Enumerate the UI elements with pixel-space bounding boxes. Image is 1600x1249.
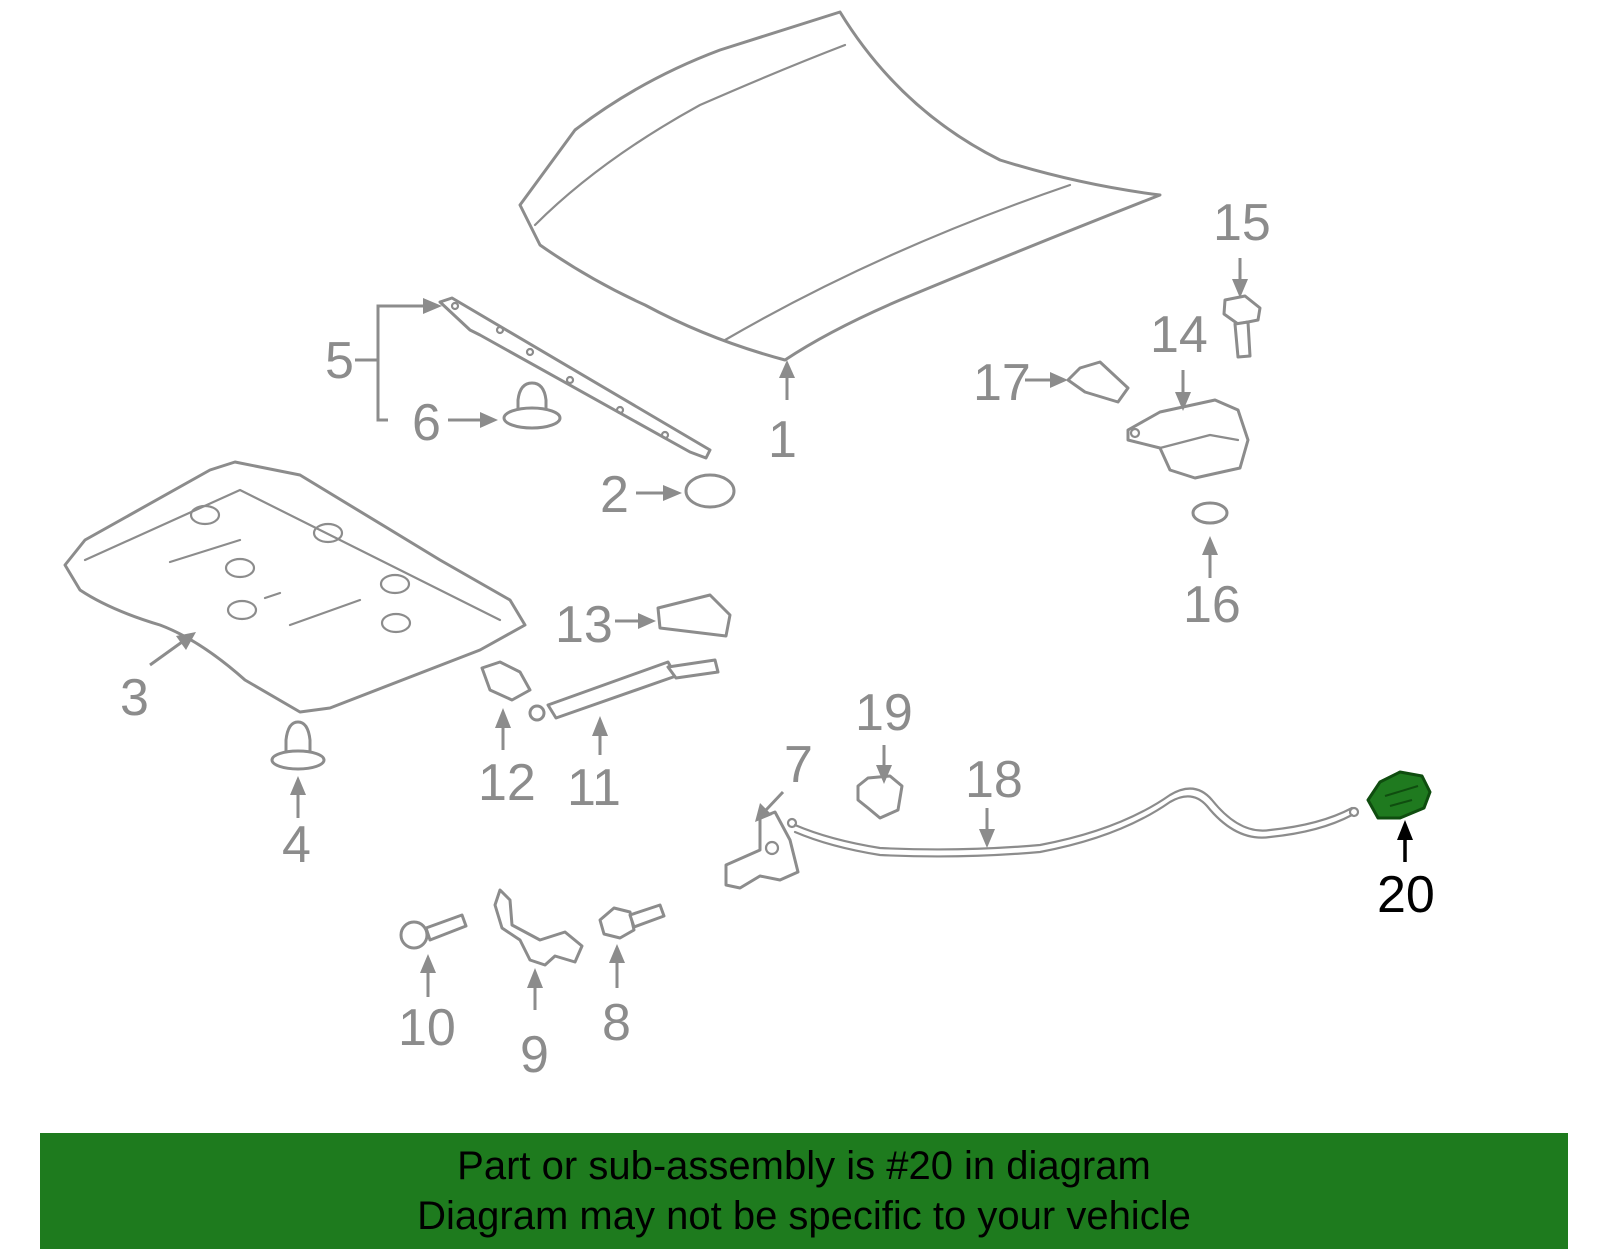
part-10-bolt[interactable] — [399, 913, 468, 950]
callout-19: 19 — [855, 684, 913, 784]
callout-3: 3 — [120, 632, 196, 727]
part-8-bolt[interactable] — [598, 903, 666, 940]
part-3-insulator[interactable] — [63, 460, 527, 714]
svg-text:5: 5 — [325, 332, 354, 390]
callout-14: 14 — [1150, 306, 1208, 411]
callout-13: 13 — [555, 596, 656, 654]
part-6-clip[interactable] — [502, 381, 562, 430]
svg-text:3: 3 — [120, 669, 149, 727]
callout-6: 6 — [412, 394, 498, 452]
part-13-bracket[interactable] — [656, 593, 732, 638]
svg-text:10: 10 — [398, 999, 456, 1057]
svg-text:11: 11 — [567, 759, 621, 817]
callout-20[interactable]: 20 — [1377, 820, 1435, 924]
callout-2: 2 — [600, 466, 682, 524]
svg-text:1: 1 — [768, 411, 797, 469]
part-18-cable[interactable] — [786, 787, 1360, 858]
callout-15: 15 — [1213, 194, 1271, 298]
parts-diagram: 1 2 3 4 5 6 7 8 9 — [63, 10, 1435, 1084]
svg-text:4: 4 — [282, 816, 311, 874]
callout-10: 10 — [398, 954, 456, 1057]
callout-11: 11 — [567, 716, 621, 817]
callout-12: 12 — [478, 708, 536, 812]
part-16-washer[interactable] — [1191, 501, 1229, 525]
part-5-seal-strip[interactable] — [438, 296, 712, 460]
part-17-bracket[interactable] — [1066, 360, 1130, 404]
callout-8: 8 — [602, 944, 631, 1052]
part-12-bracket[interactable] — [480, 660, 532, 702]
part-20-release-handle[interactable] — [1366, 770, 1432, 820]
part-1-hood[interactable] — [518, 10, 1162, 362]
callout-9: 9 — [520, 968, 549, 1084]
svg-text:7: 7 — [784, 736, 813, 794]
part-4-push-clip[interactable] — [270, 720, 326, 771]
part-14-hinge[interactable] — [1126, 398, 1250, 480]
part-11-strut[interactable] — [528, 658, 720, 722]
svg-text:19: 19 — [855, 684, 913, 742]
part-2-grommet[interactable] — [684, 473, 736, 509]
svg-text:8: 8 — [602, 994, 631, 1052]
callout-18: 18 — [965, 751, 1023, 848]
info-banner: Part or sub-assembly is #20 in diagram D… — [40, 1133, 1568, 1249]
svg-text:12: 12 — [478, 754, 536, 812]
banner-line-1: Part or sub-assembly is #20 in diagram — [457, 1144, 1151, 1188]
svg-text:18: 18 — [965, 751, 1023, 809]
callout-5: 5 — [325, 298, 442, 422]
callout-1: 1 — [768, 360, 797, 469]
banner-line-2: Diagram may not be specific to your vehi… — [417, 1194, 1191, 1238]
callout-4: 4 — [282, 776, 311, 874]
part-19-bumper[interactable] — [856, 774, 904, 820]
svg-text:13: 13 — [555, 596, 613, 654]
svg-text:17: 17 — [973, 354, 1031, 412]
svg-text:2: 2 — [600, 466, 629, 524]
svg-text:15: 15 — [1213, 194, 1271, 252]
svg-text:9: 9 — [520, 1026, 549, 1084]
part-7-latch[interactable] — [724, 810, 800, 890]
part-15-bolt[interactable] — [1222, 294, 1262, 359]
callout-16: 16 — [1183, 536, 1241, 634]
callout-7: 7 — [755, 736, 813, 822]
svg-text:20: 20 — [1377, 866, 1435, 924]
svg-text:14: 14 — [1150, 306, 1208, 364]
svg-text:6: 6 — [412, 394, 441, 452]
part-9-bracket[interactable] — [493, 888, 584, 967]
svg-text:16: 16 — [1183, 576, 1241, 634]
callout-17: 17 — [973, 354, 1068, 412]
